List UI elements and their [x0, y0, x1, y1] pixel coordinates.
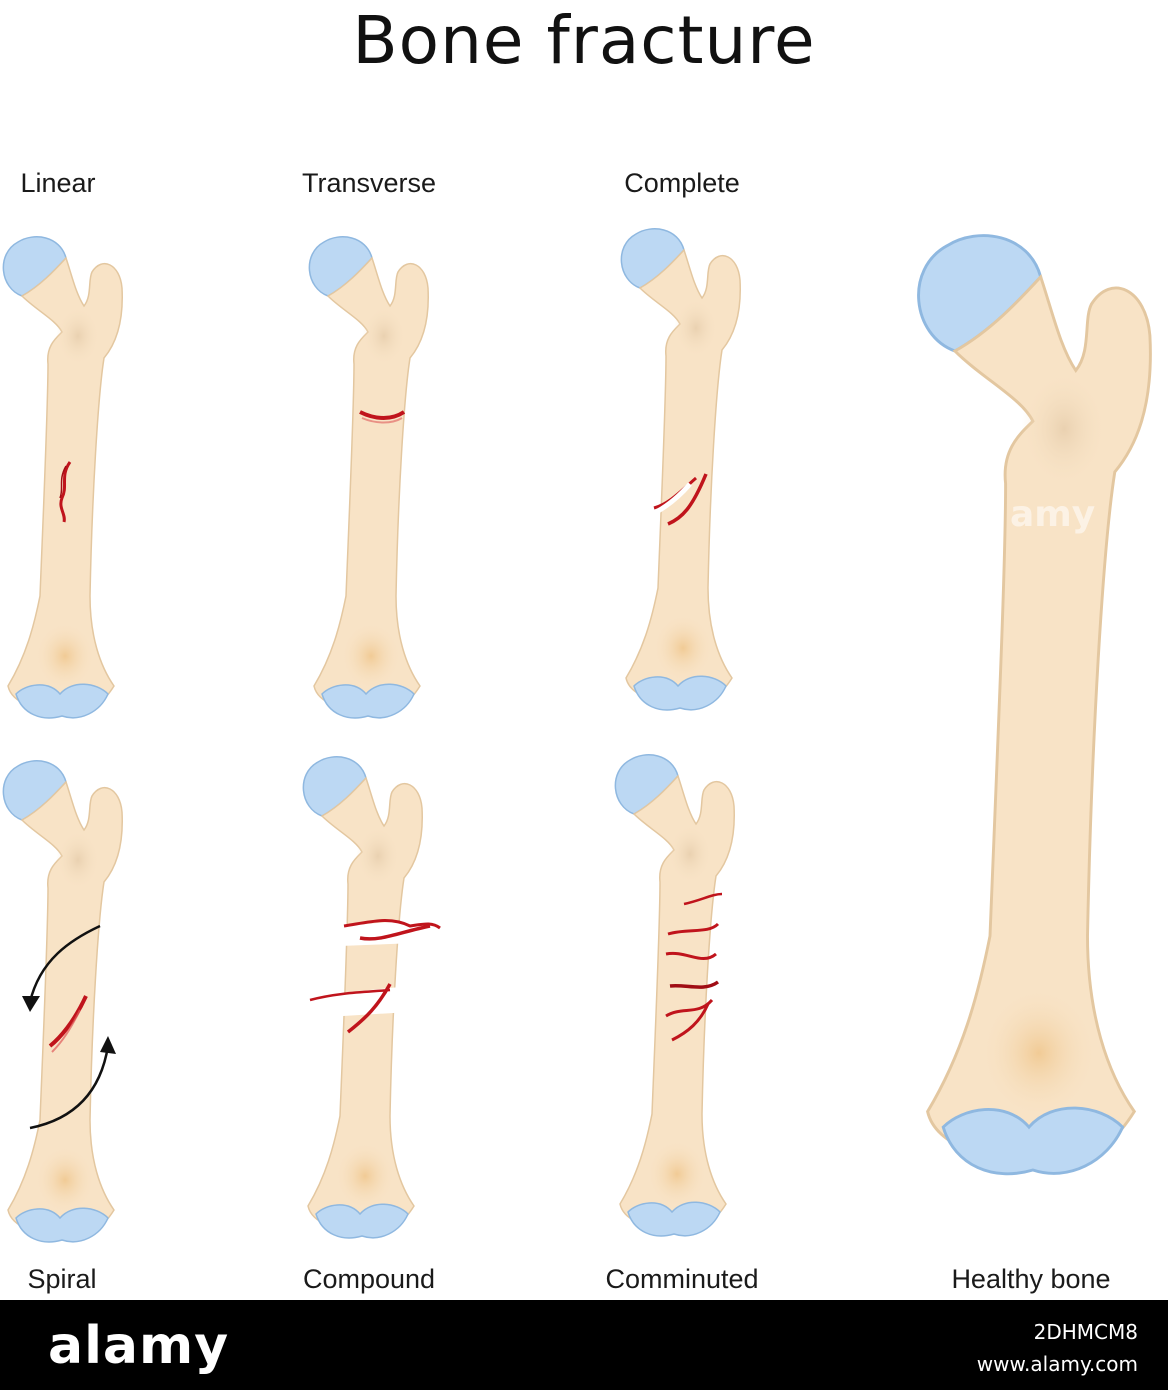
linear-fracture-bone [2, 236, 124, 719]
image-id: 2DHMCM8 [1033, 1320, 1138, 1344]
rotation-arrowhead-icon [22, 996, 40, 1012]
rotation-arrow-icon [28, 924, 101, 1003]
complete-fracture-bone [620, 228, 742, 711]
label-compound: Compound [302, 1264, 436, 1294]
page-title: Bone fracture [352, 2, 816, 79]
transverse-fracture-bone [308, 236, 430, 719]
watermark: amy [1010, 494, 1096, 535]
label-spiral: Spiral [27, 1264, 97, 1294]
comminuted-fracture-bone [614, 754, 736, 1237]
rotation-arrowhead-icon [100, 1036, 116, 1054]
label-healthy-bone: Healthy bone [951, 1264, 1111, 1294]
rotation-arrow-icon [29, 1045, 110, 1130]
label-complete: Complete [624, 168, 740, 198]
alamy-logo: alamy [48, 1316, 230, 1376]
site-url: www.alamy.com [976, 1352, 1138, 1376]
spiral-fracture-bone [2, 760, 124, 1243]
footer-bar: alamy 2DHMCM8 www.alamy.com [0, 1300, 1168, 1390]
compound-fracture-bone [302, 756, 441, 1239]
bone-illustrations [2, 228, 1152, 1243]
label-transverse: Transverse [301, 168, 437, 198]
label-linear: Linear [20, 168, 96, 198]
label-comminuted: Comminuted [605, 1264, 759, 1294]
healthy-bone [917, 234, 1152, 1176]
